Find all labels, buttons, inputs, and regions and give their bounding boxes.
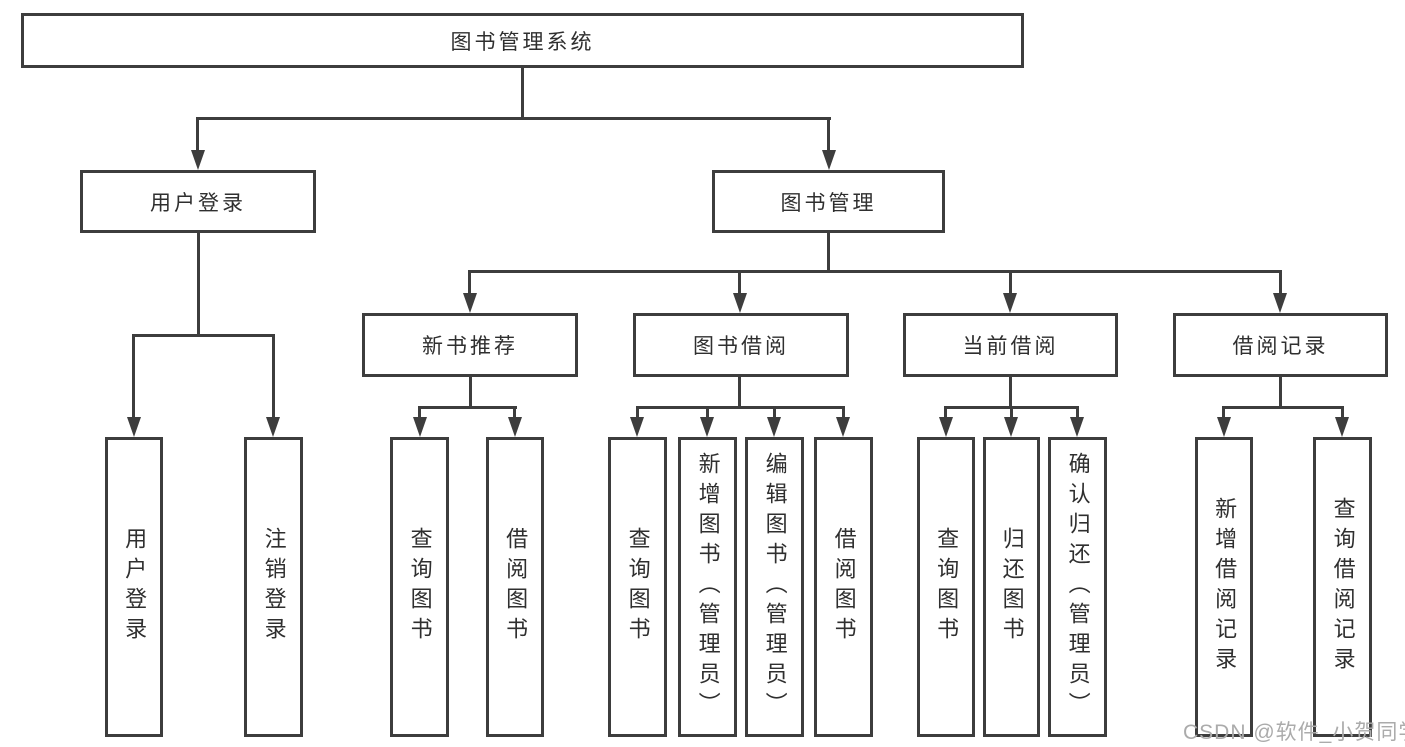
leaf-return-books-label: 归还图书 <box>999 527 1025 647</box>
leaf-borrow-books-label: 借阅图书 <box>831 527 857 647</box>
connector-line <box>1010 406 1013 423</box>
connector-line <box>1341 406 1344 423</box>
leaf-recommend-borrow-books: 借阅图书 <box>486 437 544 737</box>
arrow-down-icon <box>1217 417 1231 437</box>
connector-line <box>1009 270 1012 299</box>
arrow-down-icon <box>733 293 747 313</box>
arrow-down-icon <box>822 150 836 170</box>
connector-line <box>636 406 639 423</box>
connector-line <box>1222 406 1225 423</box>
connector-line <box>1223 406 1344 409</box>
connector-line <box>827 233 830 273</box>
arrow-down-icon <box>191 150 205 170</box>
leaf-recommend-query-books: 查询图书 <box>390 437 449 737</box>
connector-line <box>196 117 199 156</box>
leaf-current-query-books: 查询图书 <box>917 437 975 737</box>
node-book-management-label: 图书管理 <box>780 191 877 215</box>
leaf-user-login: 用户登录 <box>105 437 163 737</box>
connector-line <box>773 406 776 423</box>
node-borrow-record-label: 借阅记录 <box>1232 335 1329 358</box>
arrow-down-icon <box>939 417 953 437</box>
arrow-down-icon <box>1070 417 1084 437</box>
leaf-borrow-query-books: 查询图书 <box>608 437 667 737</box>
arrow-down-icon <box>1273 293 1287 313</box>
leaf-return-books: 归还图书 <box>983 437 1040 737</box>
leaf-edit-books-admin-label: 编辑图书（管理员） <box>762 452 788 722</box>
arrow-down-icon <box>1003 293 1017 313</box>
connector-line <box>272 334 275 423</box>
connector-line <box>1009 377 1012 409</box>
arrow-down-icon <box>700 417 714 437</box>
connector-line <box>469 270 1282 273</box>
watermark: CSDN @软件_小贺同学 <box>1183 721 1405 744</box>
arrow-down-icon <box>767 417 781 437</box>
arrow-down-icon <box>127 417 141 437</box>
leaf-edit-books-admin: 编辑图书（管理员） <box>745 437 804 737</box>
connector-line <box>1076 406 1079 423</box>
leaf-add-books-admin-label: 新增图书（管理员） <box>695 452 721 722</box>
connector-line <box>1279 377 1282 409</box>
connector-line <box>706 406 709 423</box>
arrow-down-icon <box>630 417 644 437</box>
connector-line <box>944 406 947 423</box>
node-book-borrow: 图书借阅 <box>633 313 849 377</box>
leaf-add-borrow-record-label: 新增借阅记录 <box>1212 497 1238 677</box>
node-user-login-label: 用户登录 <box>150 191 246 215</box>
connector-line <box>197 233 200 337</box>
arrow-down-icon <box>413 417 427 437</box>
arrow-down-icon <box>508 417 522 437</box>
node-current-borrow: 当前借阅 <box>903 313 1118 377</box>
connector-line <box>827 117 830 156</box>
arrow-down-icon <box>1004 417 1018 437</box>
leaf-query-borrow-record: 查询借阅记录 <box>1313 437 1372 737</box>
node-book-management: 图书管理 <box>712 170 945 233</box>
connector-line <box>636 406 845 409</box>
node-borrow-record: 借阅记录 <box>1173 313 1388 377</box>
leaf-confirm-return-admin-label: 确认归还（管理员） <box>1065 452 1091 722</box>
node-new-book-recommend: 新书推荐 <box>362 313 578 377</box>
leaf-recommend-query-books-label: 查询图书 <box>407 527 433 647</box>
leaf-add-borrow-record: 新增借阅记录 <box>1195 437 1253 737</box>
leaf-logout: 注销登录 <box>244 437 303 737</box>
connector-line <box>738 270 741 299</box>
connector-line <box>469 377 472 409</box>
connector-line <box>418 406 421 423</box>
leaf-recommend-borrow-books-label: 借阅图书 <box>503 527 529 647</box>
node-user-login: 用户登录 <box>80 170 316 233</box>
leaf-query-borrow-record-label: 查询借阅记录 <box>1330 497 1356 677</box>
connector-line <box>468 270 471 299</box>
arrow-down-icon <box>836 417 850 437</box>
leaf-add-books-admin: 新增图书（管理员） <box>678 437 737 737</box>
node-current-borrow-label: 当前借阅 <box>962 335 1059 358</box>
leaf-borrow-query-books-label: 查询图书 <box>625 527 651 647</box>
arrow-down-icon <box>1335 417 1349 437</box>
connector-line <box>513 406 516 423</box>
connector-line <box>197 117 831 120</box>
arrow-down-icon <box>266 417 280 437</box>
leaf-borrow-books: 借阅图书 <box>814 437 873 737</box>
connector-line <box>418 406 517 409</box>
node-book-borrow-label: 图书借阅 <box>693 335 789 358</box>
node-library-system: 图书管理系统 <box>21 13 1024 68</box>
connector-line <box>1279 270 1282 299</box>
leaf-confirm-return-admin: 确认归还（管理员） <box>1048 437 1107 737</box>
connector-line <box>738 377 741 409</box>
connector-line <box>132 334 135 423</box>
connector-line <box>133 334 275 337</box>
arrow-down-icon <box>463 293 477 313</box>
node-library-system-label: 图书管理系统 <box>450 30 595 54</box>
leaf-user-login-label: 用户登录 <box>122 527 148 647</box>
connector-line <box>521 68 524 120</box>
leaf-current-query-books-label: 查询图书 <box>934 527 960 647</box>
connector-line <box>842 406 845 423</box>
node-new-book-recommend-label: 新书推荐 <box>422 335 518 358</box>
leaf-logout-label: 注销登录 <box>261 527 287 647</box>
